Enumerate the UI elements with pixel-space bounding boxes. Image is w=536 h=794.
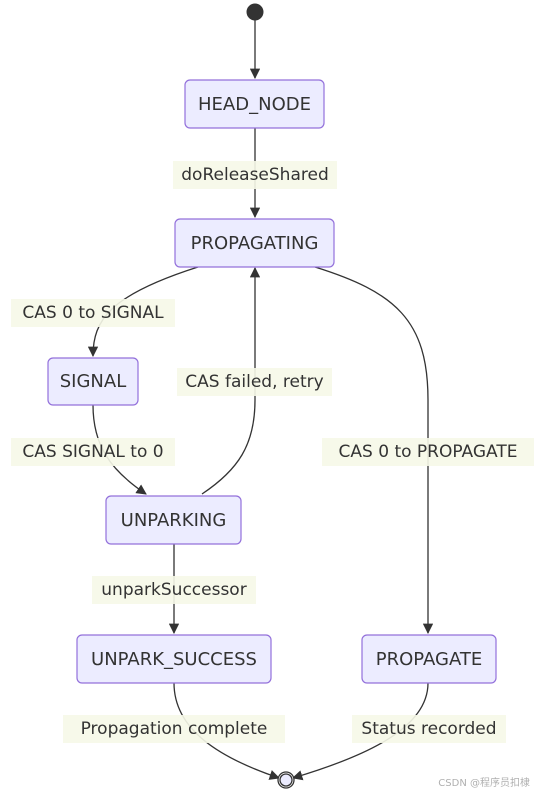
state-unpark-success[interactable]: UNPARK_SUCCESS [76, 634, 272, 684]
edge-label-cas-0-to-signal: CAS 0 to SIGNAL [11, 299, 175, 327]
edge-label-do-release-shared: doReleaseShared [173, 161, 337, 189]
state-unparking-label: UNPARKING [121, 510, 227, 531]
edge-label-cas-failed-retry: CAS failed, retry [177, 368, 332, 396]
state-propagating[interactable]: PROPAGATING [174, 218, 335, 268]
svg-text:unparkSuccessor: unparkSuccessor [101, 580, 246, 600]
svg-text:Propagation complete: Propagation complete [81, 719, 268, 739]
svg-text:CAS failed, retry: CAS failed, retry [185, 372, 323, 392]
state-signal-label: SIGNAL [60, 371, 127, 392]
start-node [246, 3, 264, 21]
state-head-node[interactable]: HEAD_NODE [184, 79, 325, 129]
end-node-inner [279, 773, 293, 787]
svg-text:CAS 0 to PROPAGATE: CAS 0 to PROPAGATE [339, 442, 518, 462]
svg-text:CAS 0 to SIGNAL: CAS 0 to SIGNAL [22, 303, 164, 323]
edge-label-propagation-complete: Propagation complete [63, 715, 285, 743]
svg-text:CAS SIGNAL to 0: CAS SIGNAL to 0 [22, 442, 163, 462]
svg-text:Status recorded: Status recorded [361, 719, 496, 739]
state-signal[interactable]: SIGNAL [47, 357, 139, 406]
state-propagate[interactable]: PROPAGATE [361, 634, 497, 684]
edge-label-status-recorded: Status recorded [352, 715, 506, 743]
state-propagating-label: PROPAGATING [191, 233, 319, 254]
state-head-node-label: HEAD_NODE [198, 94, 311, 115]
edge-label-cas-0-to-propagate: CAS 0 to PROPAGATE [322, 438, 534, 466]
edge-label-unpark-successor: unparkSuccessor [92, 576, 256, 604]
edge-propagating-to-propagate [314, 266, 434, 635]
svg-text:doReleaseShared: doReleaseShared [181, 165, 328, 185]
edge-unparking-to-propagating [201, 266, 261, 495]
state-unparking[interactable]: UNPARKING [105, 495, 242, 545]
state-propagate-label: PROPAGATE [376, 649, 482, 670]
state-unpark-success-label: UNPARK_SUCCESS [91, 649, 257, 670]
edge-label-cas-signal-to-0: CAS SIGNAL to 0 [11, 438, 175, 466]
watermark-text: CSDN @程序员扣棣 [438, 776, 530, 789]
